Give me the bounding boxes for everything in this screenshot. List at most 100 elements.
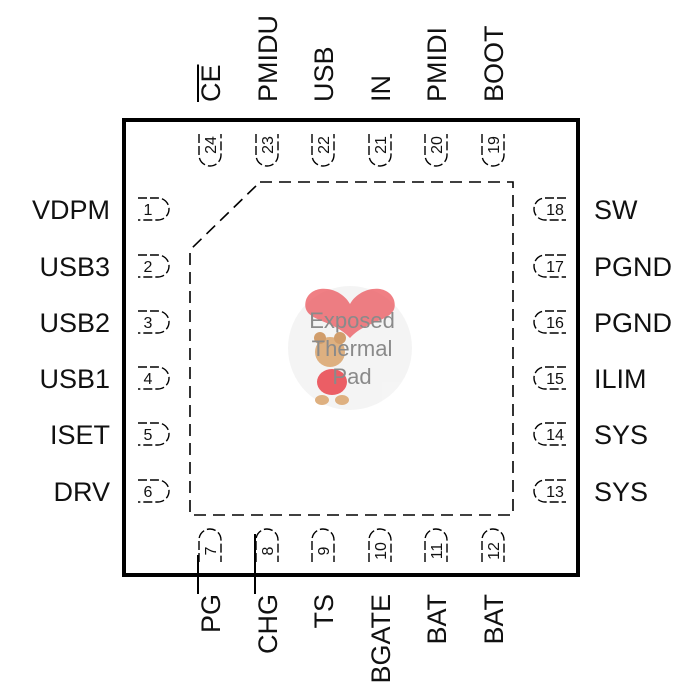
pin-7: 7PG bbox=[196, 528, 226, 633]
pin-pad bbox=[138, 310, 170, 334]
pin-name: BOOT bbox=[479, 25, 509, 102]
pin-number: 8 bbox=[260, 546, 277, 555]
pin-number: 10 bbox=[373, 542, 390, 560]
pin-number: 5 bbox=[144, 427, 153, 444]
pin-pad bbox=[481, 528, 505, 562]
pin-14: 14 SYS bbox=[533, 420, 648, 450]
pin-name: CHG bbox=[253, 594, 283, 654]
pin-pad bbox=[311, 528, 335, 562]
pin-name: CE bbox=[196, 64, 226, 102]
pin-pad bbox=[198, 134, 222, 167]
pin-name: IN bbox=[366, 75, 396, 102]
pin-pad bbox=[368, 528, 392, 562]
pin-number: 16 bbox=[546, 315, 564, 332]
pin-name: USB3 bbox=[39, 252, 110, 282]
thermal-pad-line1: Exposed bbox=[309, 308, 395, 333]
pin-name: VDPM bbox=[32, 195, 110, 225]
pin-number: 11 bbox=[429, 543, 446, 560]
pin-name: BGATE bbox=[366, 594, 396, 684]
pin-number: 12 bbox=[486, 542, 503, 560]
pin-pad bbox=[138, 422, 170, 446]
pin-2: 2 USB3 bbox=[39, 252, 170, 282]
pin-pad bbox=[533, 422, 566, 446]
pin-pad bbox=[533, 479, 566, 503]
pin-number: 23 bbox=[260, 136, 277, 154]
pin-3: 3 USB2 bbox=[39, 308, 170, 338]
pin-17: 17 PGND bbox=[533, 252, 672, 282]
pin-number: 13 bbox=[546, 484, 564, 501]
pin-20: 20 PMIDI bbox=[422, 27, 452, 167]
pin-22: 22 USB bbox=[309, 46, 339, 167]
pin-pad bbox=[311, 134, 335, 167]
pin-pad bbox=[138, 254, 170, 278]
pin-name: DRV bbox=[53, 477, 110, 507]
pin-number: 2 bbox=[144, 259, 153, 276]
pin-number: 14 bbox=[546, 427, 564, 444]
pin-pad bbox=[424, 528, 448, 562]
pin-pad bbox=[138, 479, 170, 503]
pin-5: 5 ISET bbox=[50, 420, 170, 450]
pin-name: SYS bbox=[594, 420, 648, 450]
pin-number: 20 bbox=[429, 136, 446, 154]
pin-pad bbox=[138, 197, 170, 221]
watermark-bear-icon bbox=[288, 286, 412, 410]
pins-group: 1VDPM2USB33USB24USB15ISET6DRV7PG8CHG9TS1… bbox=[32, 15, 672, 684]
pin-9: 9TS bbox=[309, 528, 339, 629]
pin-name: PGND bbox=[594, 308, 672, 338]
pin-19: 19 BOOT bbox=[479, 25, 509, 167]
thermal-pad-line3: Pad bbox=[332, 364, 371, 389]
pin-4: 4 USB1 bbox=[39, 364, 170, 394]
pin-pad bbox=[481, 134, 505, 167]
pin-name: USB1 bbox=[39, 364, 110, 394]
pin-23: 23 PMIDU bbox=[253, 15, 283, 167]
pin-name: USB2 bbox=[39, 308, 110, 338]
pin-pad bbox=[424, 134, 448, 167]
pin-pad bbox=[198, 528, 222, 562]
pin-number: 6 bbox=[144, 484, 153, 501]
pin-number: 1 bbox=[144, 202, 153, 219]
pin-number: 22 bbox=[316, 136, 333, 154]
pin-name: USB bbox=[309, 46, 339, 102]
pin-name: PG bbox=[196, 594, 226, 633]
pin-pad bbox=[533, 366, 566, 390]
thermal-pad-line2: Thermal bbox=[312, 336, 393, 361]
pin-number: 7 bbox=[203, 546, 220, 555]
pin-name: SYS bbox=[594, 477, 648, 507]
pin-name: BAT bbox=[422, 594, 452, 645]
pin-pad bbox=[533, 254, 566, 278]
pin-number: 15 bbox=[546, 371, 564, 388]
pin-pad bbox=[255, 528, 279, 562]
pin-number: 21 bbox=[373, 136, 390, 154]
pin-number: 3 bbox=[144, 315, 153, 332]
pin-pad bbox=[533, 197, 566, 221]
pin-13: 13 SYS bbox=[533, 477, 648, 507]
pin-number: 4 bbox=[144, 371, 153, 388]
pin-name: PMIDU bbox=[253, 15, 283, 102]
thermal-pad-outline bbox=[189, 181, 514, 516]
pin-name: BAT bbox=[479, 594, 509, 645]
pin-number: 18 bbox=[546, 202, 564, 219]
thermal-pad-label: Exposed Thermal Pad bbox=[309, 308, 395, 389]
pin-16: 16 PGND bbox=[533, 308, 672, 338]
pin-name: ILIM bbox=[594, 364, 647, 394]
pin-number: 19 bbox=[486, 136, 503, 154]
pin-name: SW bbox=[594, 195, 638, 225]
pin-name: TS bbox=[309, 594, 339, 629]
pin-15: 15 ILIM bbox=[533, 364, 647, 394]
pin-pad bbox=[533, 310, 566, 334]
pin-18: 18 SW bbox=[533, 195, 638, 225]
pin-name: PMIDI bbox=[422, 27, 452, 102]
pin-number: 9 bbox=[316, 546, 333, 555]
pin-6: 6 DRV bbox=[53, 477, 170, 507]
pin-number: 24 bbox=[203, 136, 220, 154]
pin-number: 17 bbox=[546, 259, 564, 276]
pin-pad bbox=[255, 134, 279, 167]
pin-name: PGND bbox=[594, 252, 672, 282]
pin-pad bbox=[368, 134, 392, 167]
pin-name: ISET bbox=[50, 420, 110, 450]
